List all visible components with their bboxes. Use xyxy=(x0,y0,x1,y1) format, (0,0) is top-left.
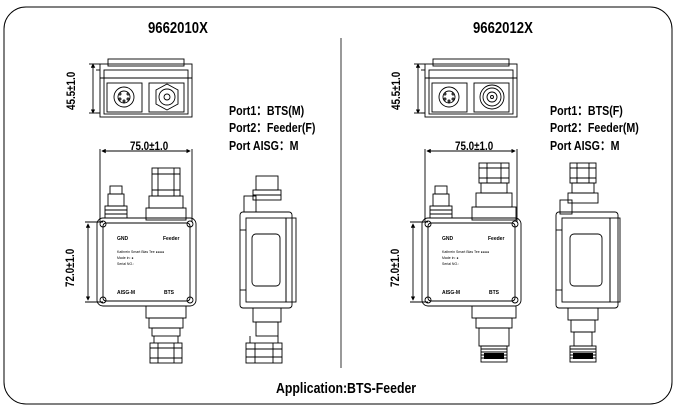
left-dim-length: 72.0±1.0 xyxy=(63,248,77,287)
left-top-view xyxy=(96,58,193,118)
right-bts-label: BTS xyxy=(489,290,499,296)
left-model-title: 9662010X xyxy=(148,20,208,37)
left-dim-width: 75.0±1.0 xyxy=(130,139,169,153)
outer-frame xyxy=(3,6,673,405)
left-face-line3: Serial NO.: xyxy=(117,262,135,266)
left-dim-height: 45.5±1.0 xyxy=(64,71,78,110)
right-dim-length: 72.0±1.0 xyxy=(388,248,402,287)
right-top-view xyxy=(421,58,518,118)
right-face-line2: Made in: ● xyxy=(442,256,459,260)
right-port-aisg: Port AISG：M xyxy=(550,138,620,153)
left-gnd-label: GND xyxy=(117,236,129,242)
left-feeder-label: Feeder xyxy=(163,236,180,242)
left-front-view xyxy=(96,167,197,364)
right-model-title: 9662012X xyxy=(473,20,533,37)
right-side-view xyxy=(555,162,621,363)
left-bts-label: BTS xyxy=(164,290,174,296)
left-face-line2: Made in: ● xyxy=(117,256,134,260)
left-aisg-label: AISG-M xyxy=(117,290,136,296)
right-gnd-label: GND xyxy=(442,236,454,242)
right-face-line1: Kathrein Smart Bias Tee ●●●● xyxy=(442,250,490,254)
right-port1: Port1：BTS(F) xyxy=(550,103,623,118)
left-port1: Port1：BTS(M) xyxy=(229,103,305,118)
right-dim-width: 75.0±1.0 xyxy=(455,139,494,153)
left-side-view xyxy=(239,175,297,364)
right-aisg-label: AISG-M xyxy=(442,290,461,296)
left-port2: Port2：Feeder(F) xyxy=(229,120,316,135)
application-caption: Application:BTS-Feeder xyxy=(276,380,417,397)
right-device-drawing xyxy=(410,58,621,363)
left-face-line1: Kathrein Smart Bias Tee ●●●● xyxy=(117,250,165,254)
right-feeder-label: Feeder xyxy=(488,236,505,242)
right-face-line3: Serial NO.: xyxy=(442,262,460,266)
right-port2: Port2：Feeder(M) xyxy=(550,120,639,135)
right-front-view xyxy=(421,162,522,363)
right-dim-height: 45.5±1.0 xyxy=(389,71,403,110)
left-device-drawing xyxy=(85,58,297,364)
left-port-aisg: Port AISG：M xyxy=(229,138,299,153)
